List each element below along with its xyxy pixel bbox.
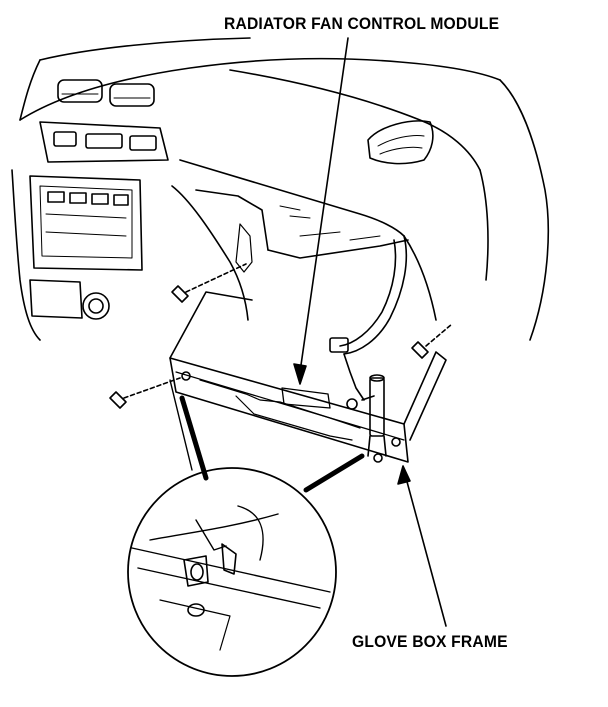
mounting-bolts — [109, 263, 453, 409]
detail-magnifier — [127, 467, 337, 677]
dashboard — [11, 37, 550, 341]
bolt-right — [411, 323, 453, 359]
right-vent — [367, 120, 434, 165]
glove-box-frame — [169, 291, 447, 463]
glove-box-frame-label: GLOVE BOX FRAME — [352, 632, 508, 651]
leader-arrows — [293, 37, 447, 627]
arrow-to-glove-box-frame — [397, 465, 447, 627]
bolt-upper-left — [171, 263, 247, 303]
wiring-harness — [329, 235, 408, 410]
detail-pointer-lines — [169, 379, 365, 493]
bolt-left — [109, 377, 181, 409]
arrow-to-fan-module — [293, 37, 349, 385]
glove-box-opening — [171, 185, 409, 321]
center-stack — [29, 121, 169, 320]
radiator-fan-control-module-label: RADIATOR FAN CONTROL MODULE — [224, 14, 500, 33]
